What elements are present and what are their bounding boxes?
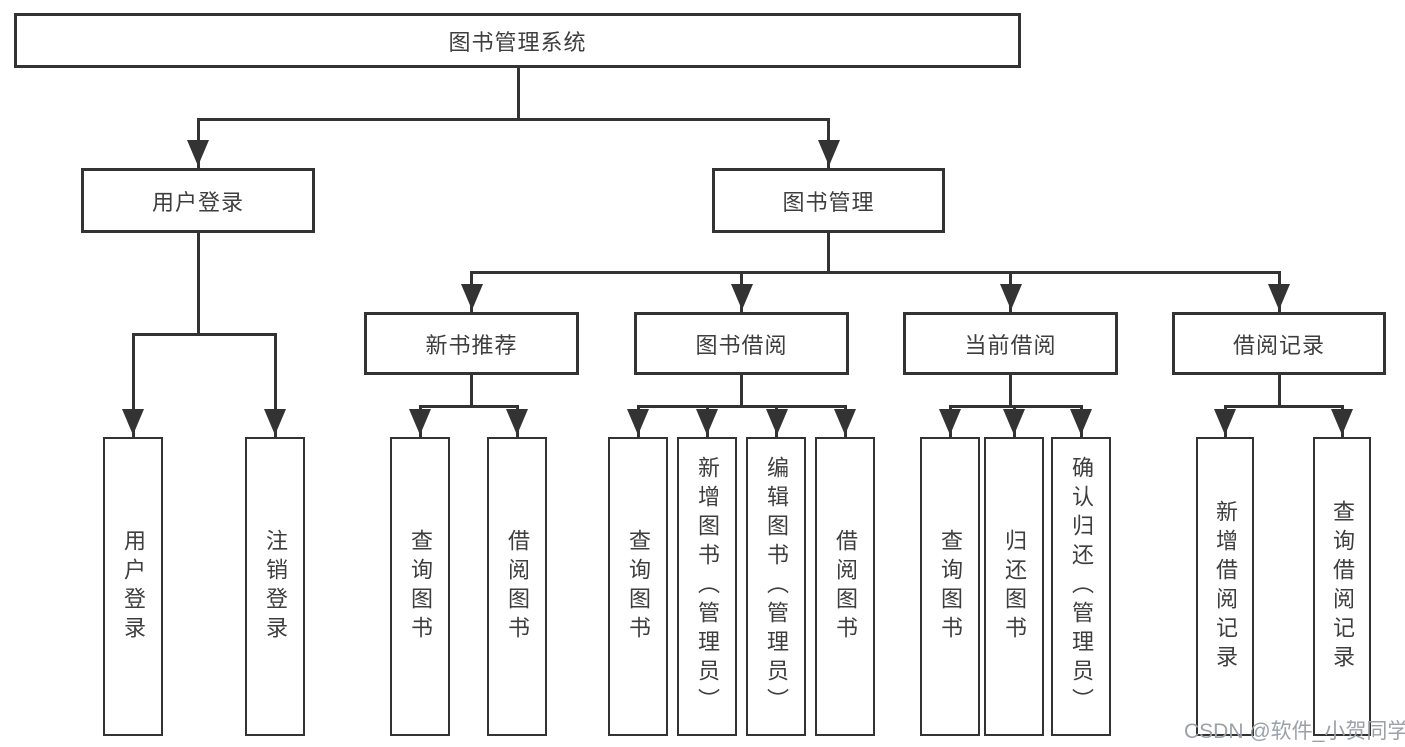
connector-book-borrow-stub — [740, 373, 743, 407]
node-book-borrowing: 图书借阅 — [634, 312, 849, 375]
leaf-label: 确认归还（管理员） — [1069, 456, 1094, 717]
node-label: 用户登录 — [151, 189, 244, 215]
leaf-label: 查询图书 — [626, 528, 651, 645]
node-label: 图书管理系统 — [448, 29, 587, 55]
connector-current-borrow-stub — [1009, 373, 1012, 407]
leaf-borrow-books-borrow: 借阅图书 — [815, 437, 875, 736]
leaf-query-books-current: 查询图书 — [920, 437, 980, 736]
connector-borrow-records-stub — [1278, 373, 1281, 407]
arrowhead-icon — [696, 409, 718, 435]
connector-to-leaf-login — [132, 333, 135, 437]
node-current-borrowing: 当前借阅 — [903, 312, 1118, 375]
arrowhead-icon — [122, 409, 144, 435]
connector-level2-branch — [470, 271, 1280, 274]
connector-to-leaf-logout — [274, 333, 277, 437]
arrowhead-icon — [818, 140, 840, 166]
connector-book-management-stub — [827, 230, 830, 273]
connector-new-book-stub — [470, 373, 473, 407]
leaf-add-borrow-record: 新增借阅记录 — [1196, 437, 1254, 736]
leaf-label: 借阅图书 — [833, 528, 858, 645]
leaf-label: 查询图书 — [938, 528, 963, 645]
node-borrowing-records: 借阅记录 — [1172, 312, 1386, 375]
arrowhead-icon — [1214, 409, 1236, 435]
arrowhead-icon — [834, 409, 856, 435]
arrowhead-icon — [506, 409, 528, 435]
arrowhead-icon — [1268, 284, 1290, 310]
leaf-label: 用户登录 — [121, 528, 146, 645]
leaf-edit-books-admin: 编辑图书（管理员） — [746, 437, 806, 736]
node-new-book-recommendation: 新书推荐 — [364, 312, 579, 375]
leaf-label: 新增借阅记录 — [1213, 499, 1238, 674]
leaf-query-books-borrow: 查询图书 — [608, 437, 668, 736]
arrowhead-icon — [264, 409, 286, 435]
leaf-return-books: 归还图书 — [984, 437, 1044, 736]
arrowhead-icon — [409, 409, 431, 435]
node-label: 当前借阅 — [964, 332, 1057, 358]
leaf-user-login: 用户登录 — [103, 437, 163, 736]
leaf-label: 注销登录 — [263, 528, 288, 645]
arrowhead-icon — [627, 409, 649, 435]
leaf-query-borrow-record: 查询借阅记录 — [1313, 437, 1371, 736]
leaf-label: 新增图书（管理员） — [695, 456, 720, 717]
leaf-logout-login: 注销登录 — [245, 437, 305, 736]
leaf-label: 查询借阅记录 — [1330, 499, 1355, 674]
arrowhead-icon — [1070, 409, 1092, 435]
node-root-library-system: 图书管理系统 — [14, 13, 1021, 68]
connector-level1-branch — [197, 118, 830, 121]
arrowhead-icon — [461, 284, 483, 310]
node-label: 图书管理 — [782, 189, 875, 215]
leaf-label: 借阅图书 — [505, 528, 530, 645]
csdn-watermark: CSDN @软件_小贺同学 — [1184, 720, 1405, 743]
arrowhead-icon — [766, 409, 788, 435]
arrowhead-icon — [939, 409, 961, 435]
leaf-borrow-books-recommend: 借阅图书 — [487, 437, 547, 736]
connector-borrow-records-branch — [1224, 405, 1343, 408]
arrowhead-icon — [187, 140, 209, 166]
connector-new-book-branch — [419, 405, 518, 408]
arrowhead-icon — [1003, 409, 1025, 435]
connector-book-borrow-branch — [637, 405, 846, 408]
connector-root-stub — [517, 66, 520, 120]
leaf-confirm-return-admin: 确认归还（管理员） — [1051, 437, 1111, 736]
connector-user-login-stub — [197, 230, 200, 335]
leaf-label: 编辑图书（管理员） — [764, 456, 789, 717]
node-book-management: 图书管理 — [712, 168, 945, 233]
leaf-label: 归还图书 — [1002, 528, 1027, 645]
node-label: 图书借阅 — [695, 332, 788, 358]
arrowhead-icon — [1331, 409, 1353, 435]
arrowhead-icon — [731, 284, 753, 310]
connector-user-login-branch — [132, 333, 276, 336]
leaf-label: 查询图书 — [408, 528, 433, 645]
node-user-login: 用户登录 — [81, 168, 315, 233]
node-label: 借阅记录 — [1232, 332, 1325, 358]
leaf-add-books-admin: 新增图书（管理员） — [677, 437, 737, 736]
node-label: 新书推荐 — [425, 332, 518, 358]
leaf-query-books-recommend: 查询图书 — [390, 437, 450, 736]
arrowhead-icon — [1000, 284, 1022, 310]
